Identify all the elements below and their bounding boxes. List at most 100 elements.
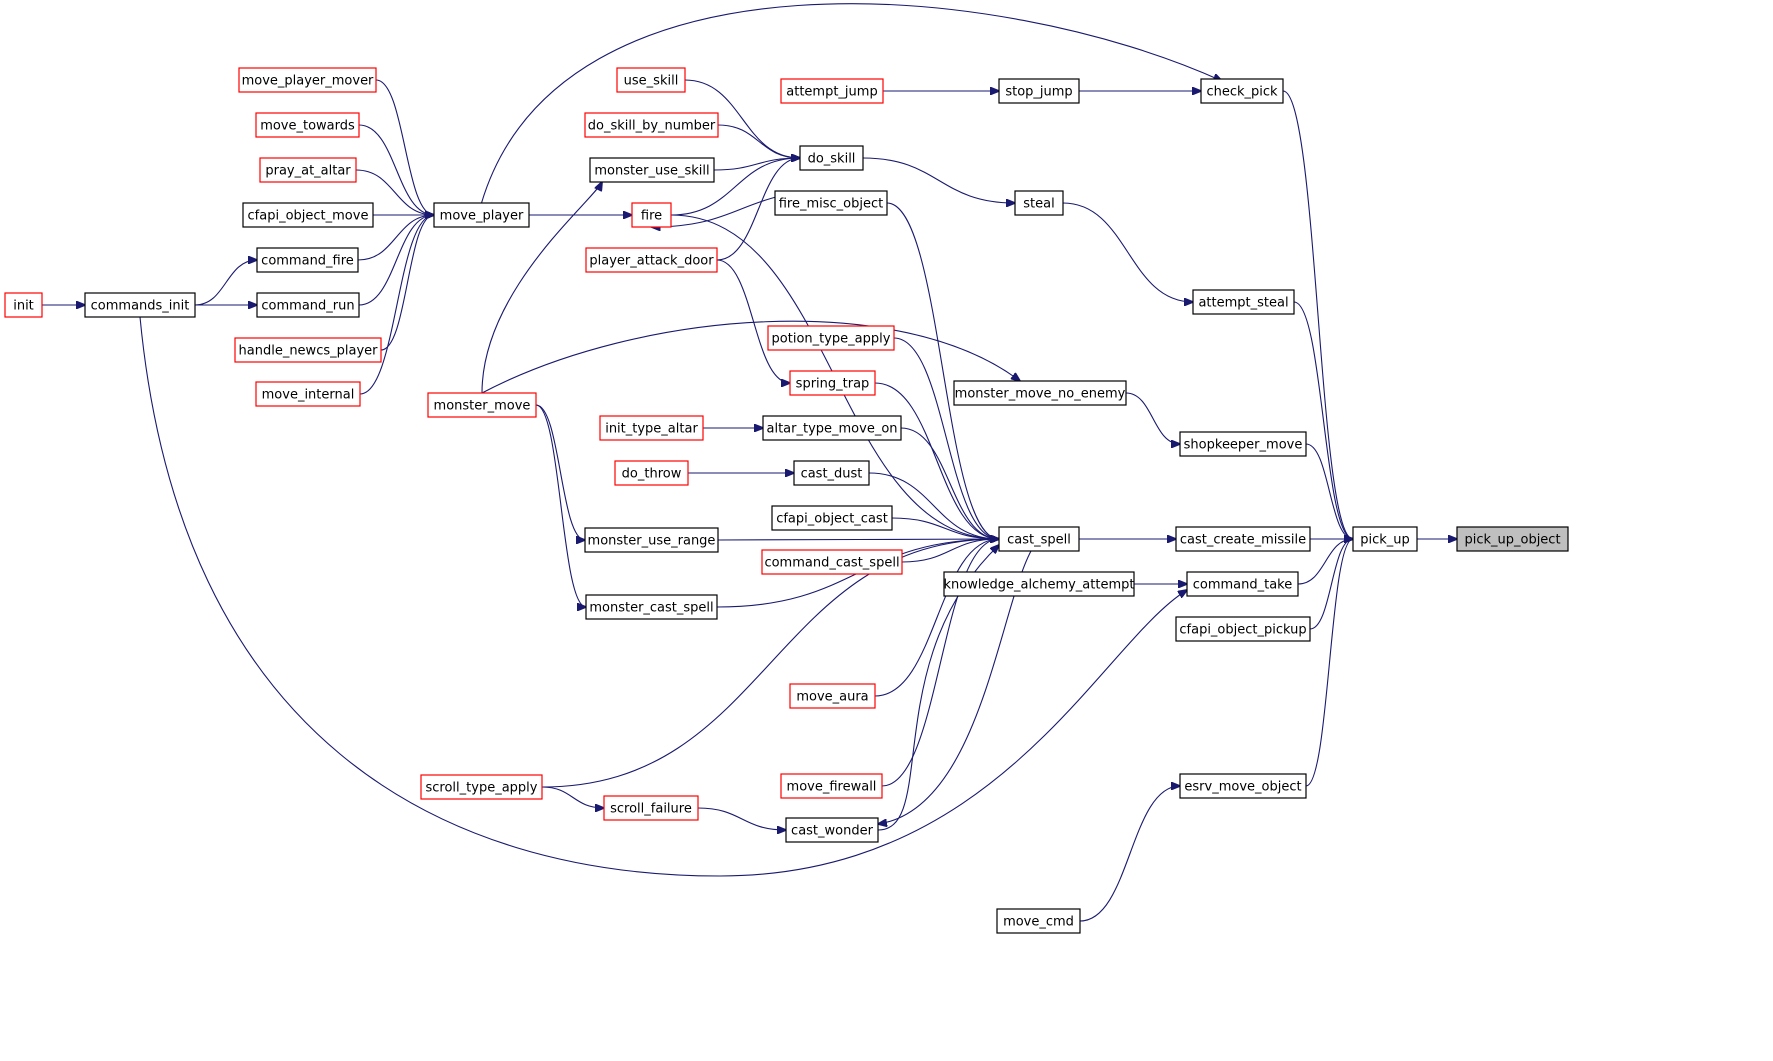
node-init_type_altar[interactable]: init_type_altar: [599, 415, 704, 441]
node-cast_wonder[interactable]: cast_wonder: [785, 817, 879, 843]
node-box: [1192, 289, 1295, 315]
node-command_fire[interactable]: command_fire: [256, 247, 359, 273]
node-box: [255, 112, 360, 138]
node-label: do_skill: [808, 152, 856, 167]
node-box: [420, 774, 543, 800]
node-box: [789, 683, 876, 709]
node-stop_jump[interactable]: stop_jump: [998, 78, 1080, 104]
node-attempt_jump[interactable]: attempt_jump: [780, 78, 884, 104]
node-move_internal[interactable]: move_internal: [255, 381, 361, 407]
node-box: [599, 415, 704, 441]
node-player_attack_door[interactable]: player_attack_door: [585, 247, 718, 273]
node-commands_init[interactable]: commands_init: [84, 292, 196, 318]
node-knowledge_alchemy_attempt[interactable]: knowledge_alchemy_attempt: [943, 571, 1135, 597]
node-init[interactable]: init: [4, 292, 43, 318]
node-box: [1352, 526, 1418, 552]
node-spring_trap[interactable]: spring_trap: [789, 370, 876, 396]
node-use_skill[interactable]: use_skill: [616, 67, 686, 93]
node-check_pick[interactable]: check_pick: [1200, 78, 1284, 104]
node-label: cast_wonder: [791, 824, 874, 839]
node-cfapi_object_pickup[interactable]: cfapi_object_pickup: [1175, 616, 1311, 642]
node-label: cfapi_object_pickup: [1179, 623, 1306, 638]
node-cast_create_missile[interactable]: cast_create_missile: [1175, 526, 1311, 552]
node-label: cast_spell: [1007, 533, 1071, 548]
edge-command_run-to-move_player: [358, 215, 434, 306]
node-label: move_aura: [796, 690, 868, 705]
node-cast_spell[interactable]: cast_spell: [998, 526, 1080, 552]
edge-scroll_type_apply-to-scroll_failure: [541, 786, 604, 808]
node-label: use_skill: [624, 74, 679, 89]
node-esrv_move_object[interactable]: esrv_move_object: [1179, 773, 1307, 799]
node-cast_dust[interactable]: cast_dust: [793, 460, 870, 486]
node-do_skill[interactable]: do_skill: [799, 145, 864, 171]
node-box: [1186, 571, 1299, 597]
edge-steal-to-attempt_steal: [1062, 202, 1193, 302]
node-scroll_failure[interactable]: scroll_failure: [603, 795, 699, 821]
edge-attempt_steal-to-pick_up: [1293, 301, 1353, 539]
node-box: [771, 505, 893, 531]
node-steal[interactable]: steal: [1014, 190, 1064, 216]
edge-scroll_type_apply-to-cast_spell: [541, 539, 999, 788]
node-move_player[interactable]: move_player: [433, 202, 530, 228]
node-command_take[interactable]: command_take: [1186, 571, 1299, 597]
node-box: [616, 67, 686, 93]
node-label: steal: [1023, 197, 1054, 212]
edge-move_firewall-to-cast_spell: [881, 539, 999, 787]
node-box: [943, 571, 1135, 597]
node-label: command_run: [261, 299, 354, 314]
node-label: player_attack_door: [589, 254, 714, 269]
node-fire[interactable]: fire: [631, 202, 672, 228]
node-command_cast_spell[interactable]: command_cast_spell: [761, 549, 903, 575]
node-label: move_internal: [262, 388, 355, 403]
node-monster_cast_spell[interactable]: monster_cast_spell: [585, 594, 718, 620]
node-label: pray_at_altar: [265, 164, 351, 179]
node-monster_move[interactable]: monster_move: [427, 392, 537, 418]
node-box: [631, 202, 672, 228]
node-box: [789, 370, 876, 396]
node-box: [584, 112, 719, 138]
node-box: [259, 157, 357, 183]
node-monster_move_no_enemy[interactable]: monster_move_no_enemy: [953, 380, 1127, 406]
node-box: [1175, 526, 1311, 552]
node-label: handle_newcs_player: [239, 344, 379, 359]
node-pick_up_object[interactable]: pick_up_object: [1456, 526, 1569, 552]
edge-player_attack_door-to-spring_trap: [716, 259, 790, 383]
node-box: [998, 78, 1080, 104]
node-do_throw[interactable]: do_throw: [614, 460, 689, 486]
node-box: [589, 157, 715, 183]
node-box: [4, 292, 43, 318]
node-move_aura[interactable]: move_aura: [789, 683, 876, 709]
node-command_run[interactable]: command_run: [256, 292, 360, 318]
node-label: esrv_move_object: [1184, 780, 1301, 795]
node-label: commands_init: [91, 299, 190, 314]
node-do_skill_by_number[interactable]: do_skill_by_number: [584, 112, 719, 138]
node-scroll_type_apply[interactable]: scroll_type_apply: [420, 774, 543, 800]
node-move_cmd[interactable]: move_cmd: [996, 908, 1081, 934]
node-monster_use_range[interactable]: monster_use_range: [584, 527, 719, 553]
node-pick_up[interactable]: pick_up: [1352, 526, 1418, 552]
node-box: [603, 795, 699, 821]
edge-do_skill_by_number-to-do_skill: [717, 124, 800, 158]
node-cfapi_object_cast[interactable]: cfapi_object_cast: [771, 505, 893, 531]
node-altar_type_move_on[interactable]: altar_type_move_on: [762, 415, 902, 441]
node-monster_use_skill[interactable]: monster_use_skill: [589, 157, 715, 183]
edge-layer: [42, 3, 1457, 922]
node-fire_misc_object[interactable]: fire_misc_object: [774, 190, 888, 216]
node-box: [585, 247, 718, 273]
node-pray_at_altar[interactable]: pray_at_altar: [259, 157, 357, 183]
node-potion_type_apply[interactable]: potion_type_apply: [767, 325, 895, 351]
node-box: [1179, 431, 1307, 457]
node-label: move_player_mover: [242, 74, 374, 89]
node-label: monster_move_no_enemy: [955, 387, 1126, 402]
node-handle_newcs_player[interactable]: handle_newcs_player: [234, 337, 382, 363]
node-cfapi_object_move[interactable]: cfapi_object_move: [242, 202, 374, 228]
node-shopkeeper_move[interactable]: shopkeeper_move: [1179, 431, 1307, 457]
node-box: [1456, 526, 1569, 552]
node-move_towards[interactable]: move_towards: [255, 112, 360, 138]
node-attempt_steal[interactable]: attempt_steal: [1192, 289, 1295, 315]
edge-player_attack_door-to-do_skill: [716, 158, 800, 261]
node-move_firewall[interactable]: move_firewall: [780, 773, 883, 799]
node-move_player_mover[interactable]: move_player_mover: [238, 67, 377, 93]
edge-monster_move-to-monster_use_skill: [481, 182, 602, 394]
